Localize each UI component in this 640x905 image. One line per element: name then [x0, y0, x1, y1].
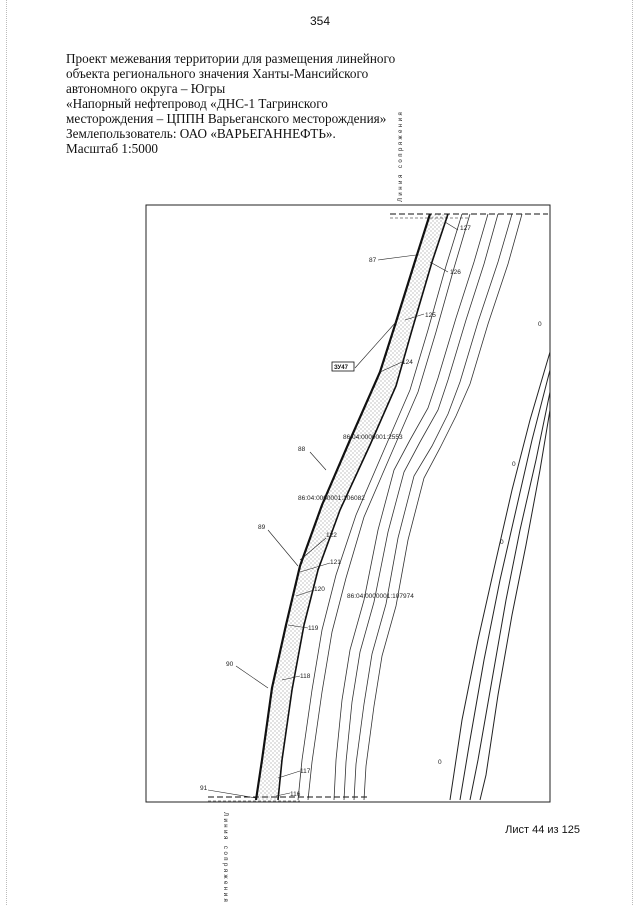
project-title: Проект межевания территории для размещен… [66, 51, 396, 96]
map-scale: Масштаб 1:5000 [66, 141, 159, 156]
left-page-edge [6, 0, 8, 905]
point-label: 116 [290, 791, 301, 798]
point-label: 127 [460, 225, 471, 232]
point-label: 119 [308, 625, 319, 632]
boundary-point-label: 89 [258, 524, 266, 531]
parcel-label: 86:04:0000001:106082 [298, 495, 365, 502]
point-label: 122 [326, 532, 337, 539]
map-frame [145, 204, 551, 803]
map-marks: 0 0 0 0 [438, 321, 542, 766]
sheet-number: Лист 44 из 125 [505, 824, 580, 836]
pipeline-lines [297, 213, 523, 801]
zone-label-box [331, 361, 355, 372]
object-title: «Напорный нефтепровод «ДНС-1 Тагринского… [66, 96, 387, 126]
boundary-point-label: 90 [226, 661, 234, 668]
map-mark: 0 [500, 539, 504, 546]
map-mark: 0 [438, 759, 442, 766]
point-labels: 127 126 125 124 122 121 120 119 118 117 … [200, 225, 471, 798]
parcel-label: 86:04:0000001:107974 [347, 593, 414, 600]
point-label: 126 [450, 269, 461, 276]
point-label: 120 [314, 586, 325, 593]
land-user: Землепользователь: ОАО «ВАРЬЕГАННЕФТЬ». [66, 126, 336, 141]
boundary-point-label: 91 [200, 785, 208, 792]
boundary-point-label: 87 [369, 257, 377, 264]
boundary-line-right [277, 213, 449, 801]
boundary-point-label: 88 [298, 446, 306, 453]
right-page-edge [632, 0, 634, 905]
point-label: 124 [402, 359, 413, 366]
boundary-line-left [254, 213, 432, 801]
map-mark: 0 [512, 461, 516, 468]
top-edge-label: Линия сопряжения [398, 110, 404, 202]
bottom-edge-label: Линия сопряжения [222, 812, 228, 904]
parcel-labels: 86:04:0000001:2553 86:04:0000001:106082 … [298, 434, 414, 600]
point-label: 125 [425, 312, 436, 319]
point-label: 121 [330, 559, 341, 566]
map-mark: 0 [538, 321, 542, 328]
document-header: Проект межевания территории для размещен… [66, 51, 396, 156]
leader-lines [207, 221, 459, 799]
zone-label: ЗУ47 [334, 365, 349, 371]
allotment-strip [258, 214, 448, 800]
page-number: 354 [309, 14, 331, 28]
right-pipelines [449, 351, 551, 801]
parcel-label: 86:04:0000001:2553 [343, 434, 403, 441]
point-label: 118 [300, 673, 311, 680]
point-label: 117 [300, 768, 311, 775]
